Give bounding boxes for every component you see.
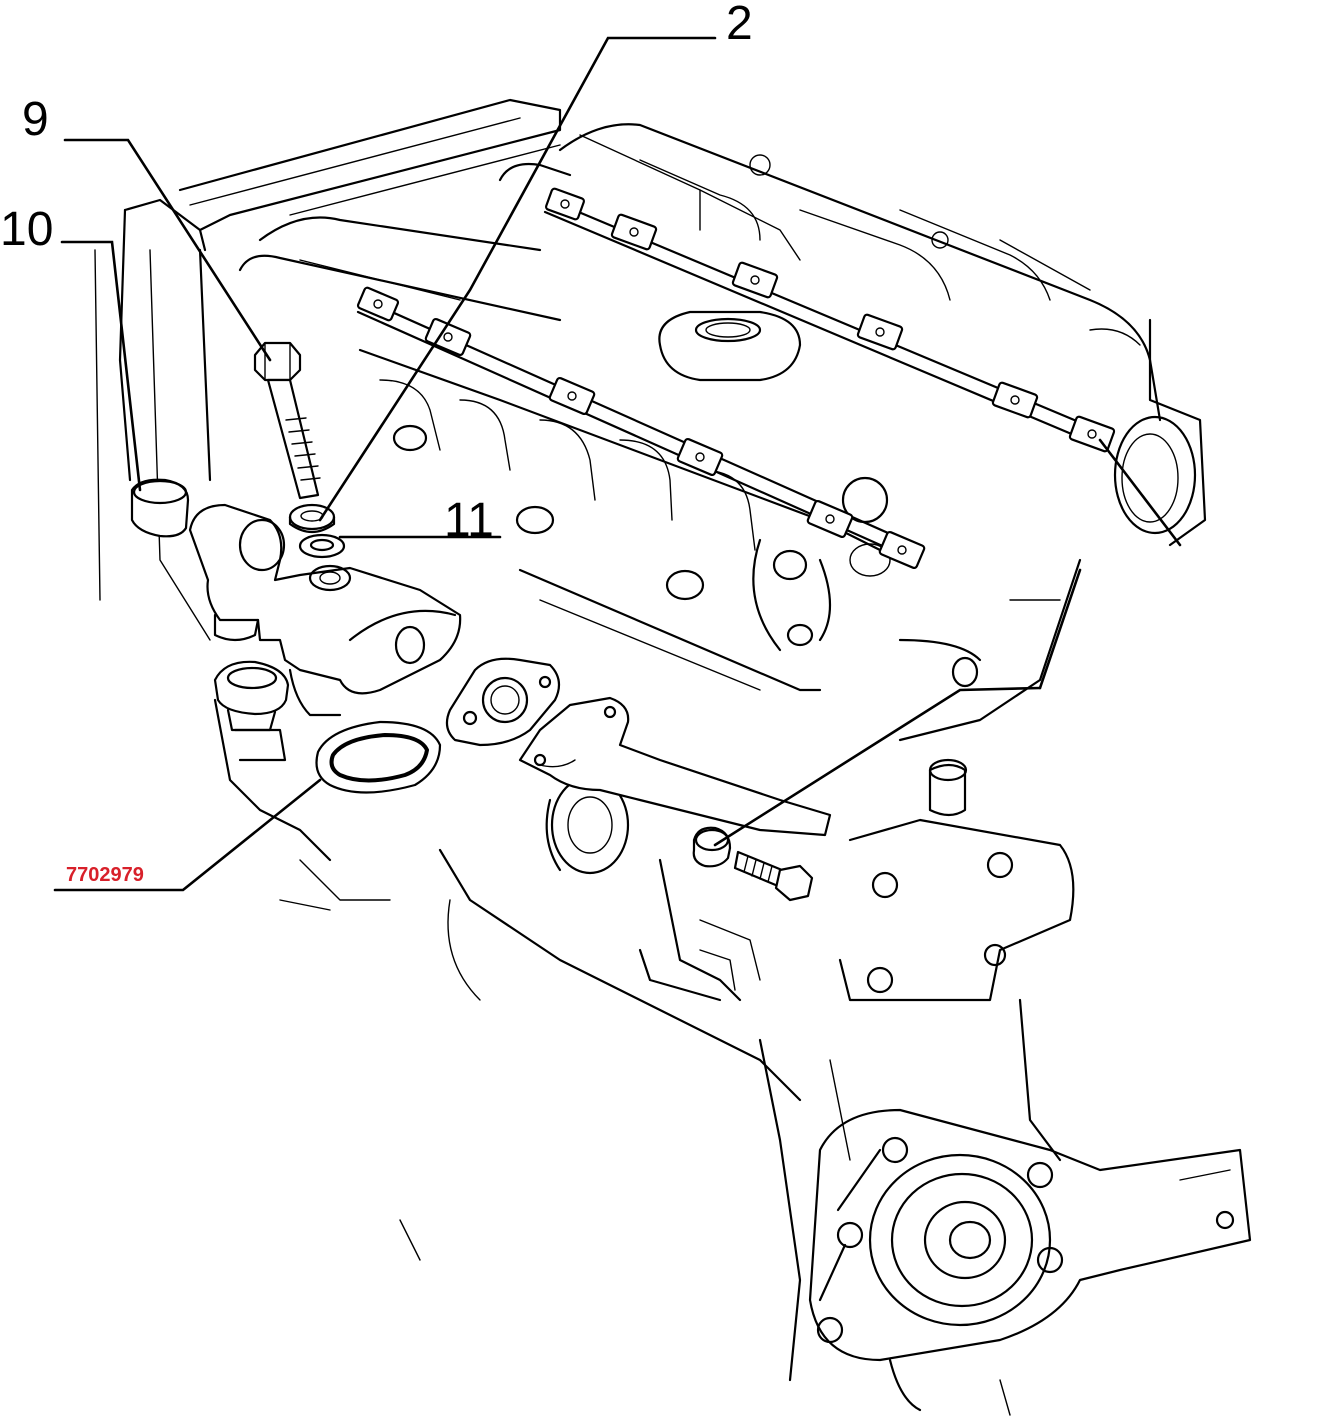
leader-plug-upper	[1038, 568, 1082, 690]
part-number-label: 7702979	[66, 864, 144, 886]
water-outlet-housing	[188, 503, 462, 717]
rail-front	[356, 286, 926, 570]
callout-9: 9	[22, 93, 49, 146]
engine-block-outline	[94, 98, 1252, 1416]
outlet-pipe	[518, 696, 832, 837]
cap-part-10	[130, 478, 190, 538]
callout-10: 10	[0, 203, 54, 256]
oring-gasket	[315, 720, 442, 794]
leader-part-9	[63, 138, 272, 362]
leader-rail	[1098, 438, 1182, 547]
callout-2: 2	[726, 0, 753, 50]
spigot-lower	[213, 660, 290, 732]
oil-filler-cap	[658, 310, 802, 382]
seal-part-11	[298, 533, 346, 559]
leader-plug	[713, 686, 1042, 847]
washer-part-2	[288, 503, 336, 534]
leader-part-10	[60, 240, 142, 492]
callout-11: 11	[444, 494, 494, 547]
flange-gasket	[445, 657, 561, 747]
rail-rear	[543, 187, 1116, 453]
leader-lines	[53, 36, 1182, 892]
leader-part-2	[318, 36, 717, 522]
leader-part-number	[53, 778, 322, 892]
plug-and-bolt	[692, 826, 814, 902]
bolt-part-9	[253, 341, 321, 500]
